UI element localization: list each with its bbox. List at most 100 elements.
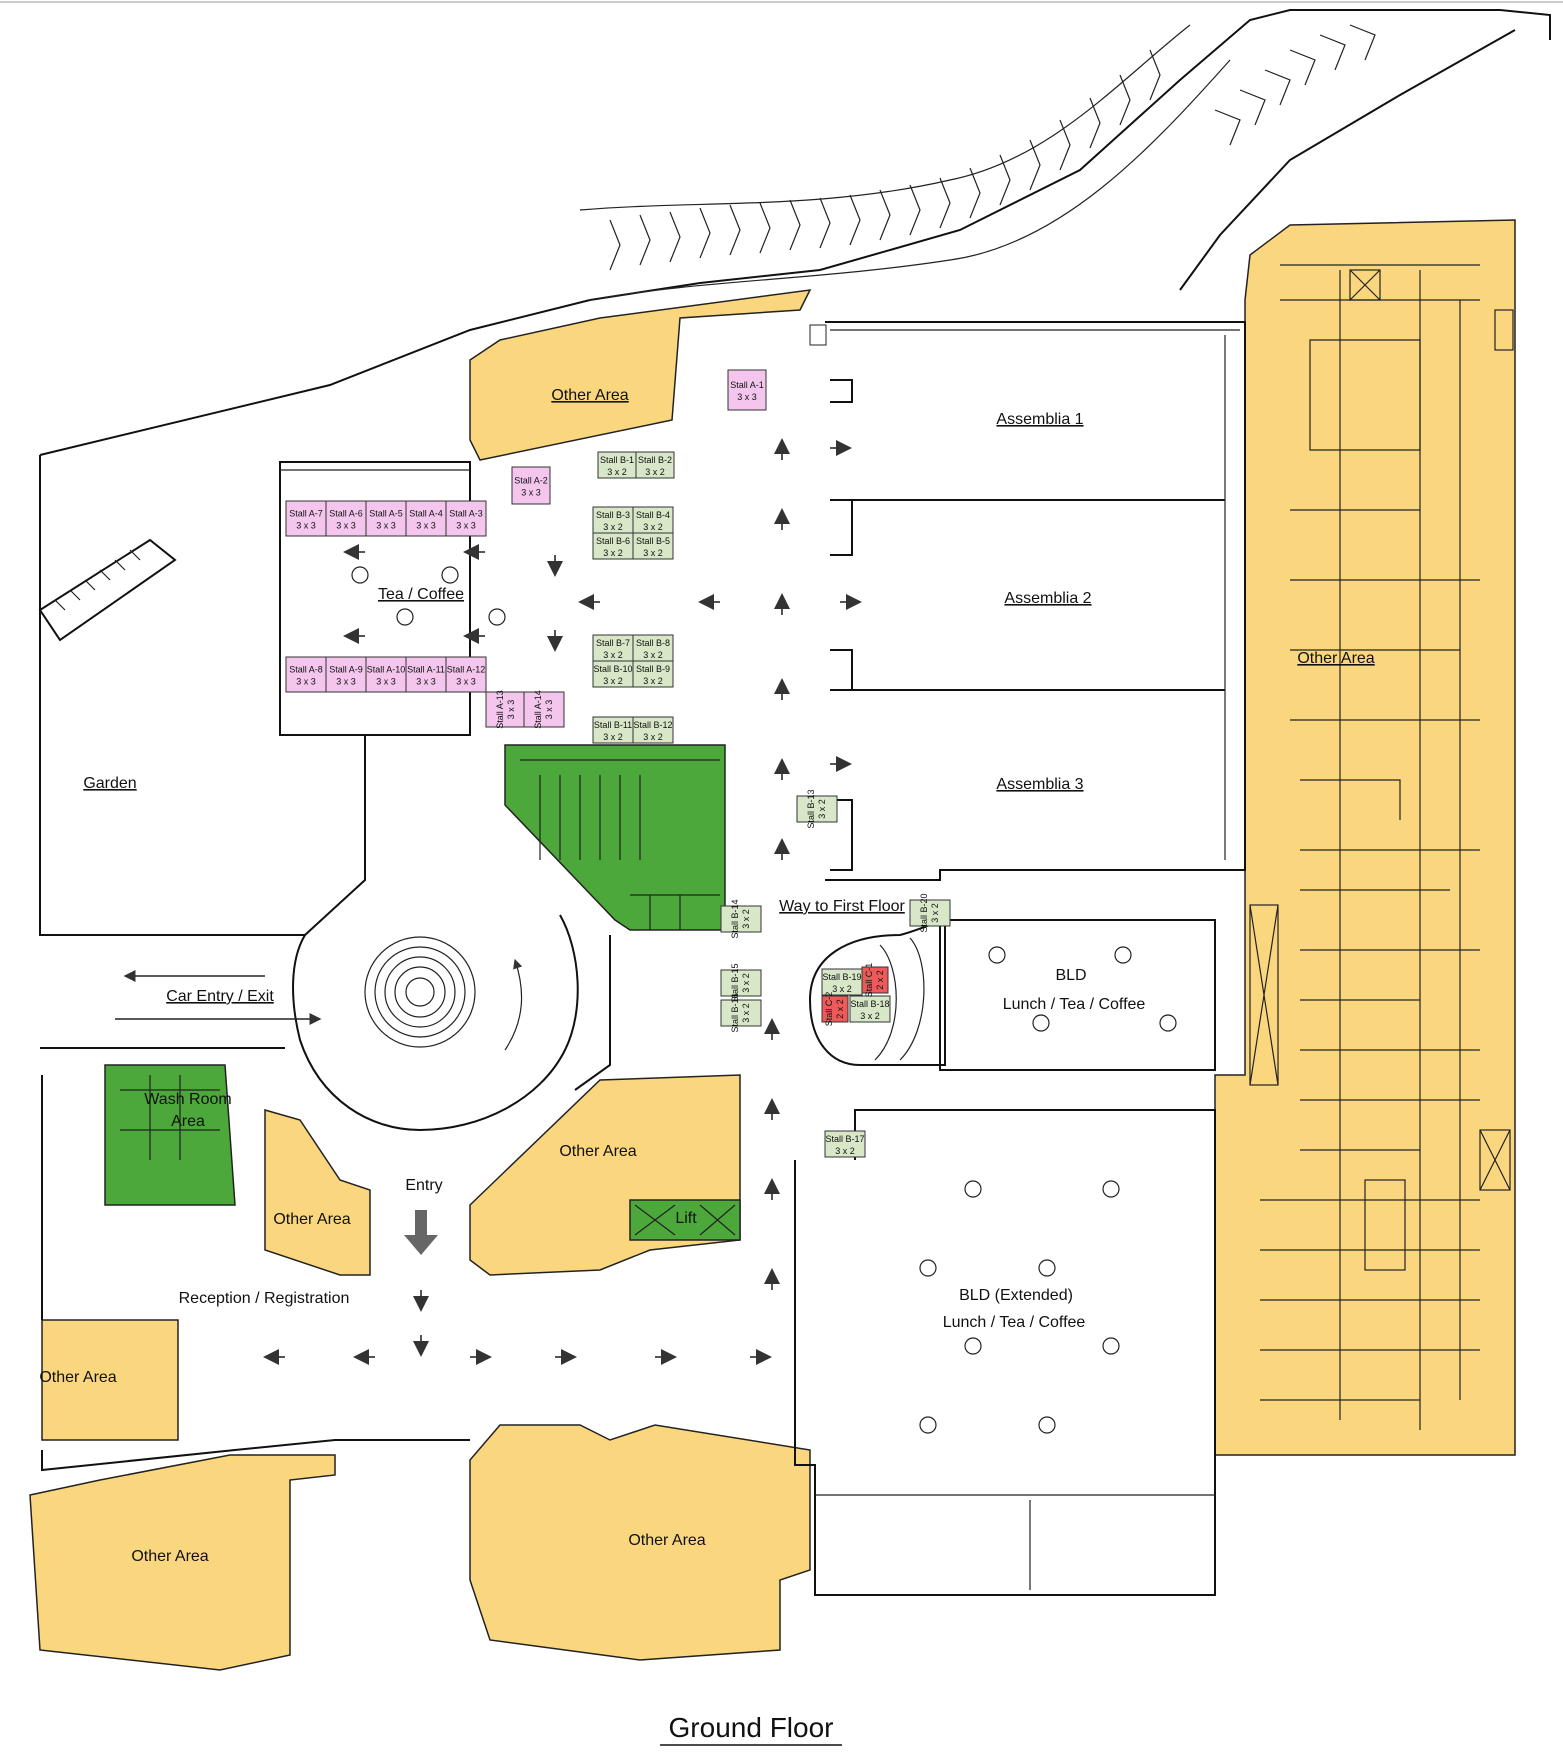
stall-name: Stall A-4 bbox=[409, 509, 443, 519]
stall-a-3: Stall A-3 3 x 3 bbox=[445, 500, 487, 537]
stall-size: 3 x 2 bbox=[643, 650, 663, 660]
stall-box bbox=[325, 656, 367, 693]
label-garden: Garden bbox=[83, 775, 136, 792]
lift-area bbox=[629, 1199, 741, 1241]
right-rooms bbox=[1249, 264, 1514, 1430]
stall-name: Stall A-13 bbox=[495, 690, 505, 729]
stall-a-5: Stall A-53 x 3 bbox=[365, 500, 407, 537]
stall-size: 3 x 2 bbox=[741, 909, 751, 929]
stall-a-10: Stall A-103 x 3 bbox=[365, 656, 407, 693]
stall-name: Stall B-19 bbox=[822, 972, 861, 982]
stall-name: Stall B-3 bbox=[596, 510, 630, 520]
stall-box bbox=[285, 656, 327, 693]
stall-box bbox=[445, 500, 487, 537]
stall-a-6: Stall A-63 x 3 bbox=[325, 500, 367, 537]
stall-box bbox=[632, 716, 674, 744]
stall-b-18: Stall B-18 3 x 2 bbox=[849, 995, 891, 1023]
stall-b-11: Stall B-113 x 2 bbox=[592, 716, 634, 744]
stall-name: Stall C-2 bbox=[824, 992, 834, 1027]
stall-name: Stall B-15 bbox=[730, 963, 740, 1002]
stall-b-8: Stall B-8 3 x 2 bbox=[632, 634, 674, 662]
label-wash-room: Wash Room bbox=[144, 1091, 231, 1108]
other-area-top bbox=[469, 289, 812, 461]
other-area-left-small bbox=[41, 1319, 179, 1441]
stall-box bbox=[720, 969, 762, 997]
stall-box bbox=[405, 500, 447, 537]
stall-size: 3 x 3 bbox=[416, 521, 436, 531]
other-area-bottom-left bbox=[29, 1454, 336, 1671]
stall-box bbox=[824, 1130, 866, 1158]
label-entry: Entry bbox=[405, 1177, 442, 1194]
label-assemblia-1: Assemblia 1 bbox=[996, 411, 1083, 428]
stall-box bbox=[592, 716, 634, 744]
stall-a-12: Stall A-123 x 3 bbox=[445, 656, 487, 693]
reception-boundary bbox=[41, 1075, 470, 1472]
stall-b-6: Stall B-63 x 2 bbox=[592, 532, 634, 560]
stall-name: Stall B-16 bbox=[730, 993, 740, 1032]
stall-box bbox=[592, 506, 634, 534]
stall-name: Stall B-4 bbox=[636, 510, 670, 520]
label-reception: Reception / Registration bbox=[179, 1290, 350, 1307]
stall-name: Stall B-1 bbox=[600, 455, 634, 465]
stall-a-1: Stall A-13 x 3 bbox=[727, 369, 767, 411]
stall-b-9: Stall B-93 x 2 bbox=[632, 660, 674, 688]
stall-box bbox=[365, 656, 407, 693]
stall-b-19: Stall B-19 3 x 2 bbox=[821, 968, 863, 996]
label-other-area-bottom-left: Other Area bbox=[131, 1548, 208, 1565]
stall-size: 3 x 2 bbox=[645, 467, 665, 477]
flow-arrows bbox=[263, 438, 862, 1365]
stall-size: 2 x 2 bbox=[835, 999, 845, 1019]
stall-size: 3 x 2 bbox=[860, 1011, 880, 1021]
label-bld-sub: Lunch / Tea / Coffee bbox=[1003, 996, 1146, 1013]
stall-name: Stall A-1 bbox=[730, 380, 764, 390]
stall-size: 3 x 2 bbox=[832, 984, 852, 994]
stall-size: 3 x 3 bbox=[506, 700, 516, 720]
stall-b-2: Stall B-23 x 2 bbox=[635, 451, 675, 479]
stall-a-2: Stall A-23 x 3 bbox=[511, 466, 551, 505]
columns bbox=[351, 566, 1177, 1434]
label-car-entry-exit: Car Entry / Exit bbox=[166, 988, 274, 1005]
stall-name: Stall B-10 bbox=[593, 664, 632, 674]
stall-size: 3 x 2 bbox=[643, 732, 663, 742]
stall-size: 3 x 3 bbox=[296, 677, 316, 687]
stall-size: 3 x 3 bbox=[544, 700, 554, 720]
stall-name: Stall B-8 bbox=[636, 638, 670, 648]
stall-a-4: Stall A-4 3 x 3 bbox=[405, 500, 447, 537]
other-areas bbox=[29, 219, 1516, 1671]
stall-size: 3 x 2 bbox=[603, 548, 623, 558]
upper-ramp bbox=[39, 9, 1551, 600]
label-assemblia-2: Assemblia 2 bbox=[1004, 590, 1091, 607]
label-way-first-floor: Way to First Floor bbox=[779, 898, 905, 915]
stall-name: Stall C-1 bbox=[864, 963, 874, 998]
stall-name: Stall A-3 bbox=[449, 509, 483, 519]
wash-room-lower bbox=[104, 1064, 236, 1206]
stall-size: 3 x 3 bbox=[521, 488, 541, 498]
stall-name: Stall B-17 bbox=[825, 1134, 864, 1144]
stall-name: Stall B-9 bbox=[636, 664, 670, 674]
stall-box bbox=[821, 968, 863, 996]
stall-name: Stall B-18 bbox=[850, 999, 889, 1009]
stall-size: 3 x 2 bbox=[603, 732, 623, 742]
stall-a-8: Stall A-83 x 3 bbox=[285, 656, 327, 693]
assemblia-halls bbox=[809, 321, 1246, 881]
stall-name: Stall B-20 bbox=[919, 893, 929, 932]
stall-size: 2 x 2 bbox=[875, 970, 885, 990]
stall-box bbox=[720, 905, 762, 933]
stall-b-3: Stall B-33 x 2 bbox=[592, 506, 634, 534]
stall-size: 3 x 3 bbox=[336, 677, 356, 687]
stall-box bbox=[796, 795, 838, 823]
stall-box bbox=[632, 634, 674, 662]
stall-size: 3 x 2 bbox=[643, 522, 663, 532]
stall-size: 3 x 3 bbox=[456, 521, 476, 531]
stall-box bbox=[485, 691, 527, 728]
stall-box bbox=[849, 995, 891, 1023]
label-other-area-left-small: Other Area bbox=[39, 1369, 116, 1386]
stall-size: 3 x 3 bbox=[336, 521, 356, 531]
other-area-mid-left bbox=[264, 1109, 371, 1276]
